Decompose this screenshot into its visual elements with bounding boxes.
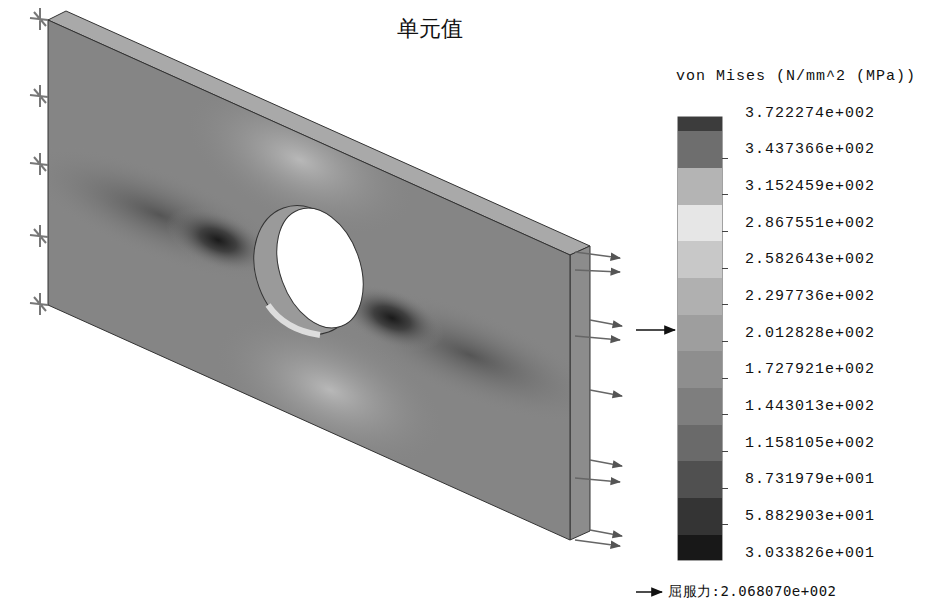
legend-tick [722, 231, 728, 232]
legend-value: 1.158105e+002 [745, 435, 875, 452]
legend-header: von Mises (N/mm^2 (MPa)) [676, 68, 916, 85]
legend-swatch [678, 168, 722, 205]
legend-value: 3.722274e+002 [745, 105, 875, 122]
legend-value: 8.731979e+001 [745, 471, 875, 488]
legend-swatch [678, 351, 722, 388]
legend-swatch [678, 315, 722, 352]
legend-swatch [678, 117, 722, 132]
legend-value: 5.882903e+001 [745, 508, 875, 525]
legend-swatch [678, 278, 722, 315]
legend-tick [722, 304, 728, 305]
legend-swatch [678, 241, 722, 278]
legend-swatch [678, 498, 722, 535]
legend-value: 2.297736e+002 [745, 288, 875, 305]
legend-value: 3.033826e+001 [745, 545, 875, 562]
legend-tick [722, 451, 728, 452]
legend-value: 3.152459e+002 [745, 178, 875, 195]
legend-value: 2.582643e+002 [745, 251, 875, 268]
legend-tick [722, 378, 728, 379]
legend-value: 3.437366e+002 [745, 141, 875, 158]
legend-swatch [678, 461, 722, 498]
chart-title: 单元值 [397, 14, 463, 44]
legend-swatch [678, 425, 722, 462]
legend-tick [722, 414, 728, 415]
legend-value: 1.443013e+002 [745, 398, 875, 415]
legend-swatch [678, 388, 722, 425]
legend-value: 2.867551e+002 [745, 215, 875, 232]
legend-tick [722, 194, 728, 195]
legend-tick [722, 158, 728, 159]
legend-value: 1.727921e+002 [745, 361, 875, 378]
yield-value: 屈服力:2.068070e+002 [668, 583, 837, 601]
legend-swatch [678, 205, 722, 242]
legend-tick [722, 524, 728, 525]
legend-value: 2.012828e+002 [745, 325, 875, 342]
legend-tick [722, 268, 728, 269]
legend-swatch [678, 131, 722, 168]
legend-tick [722, 488, 728, 489]
legend-swatch [678, 535, 722, 561]
legend-tick [722, 341, 728, 342]
